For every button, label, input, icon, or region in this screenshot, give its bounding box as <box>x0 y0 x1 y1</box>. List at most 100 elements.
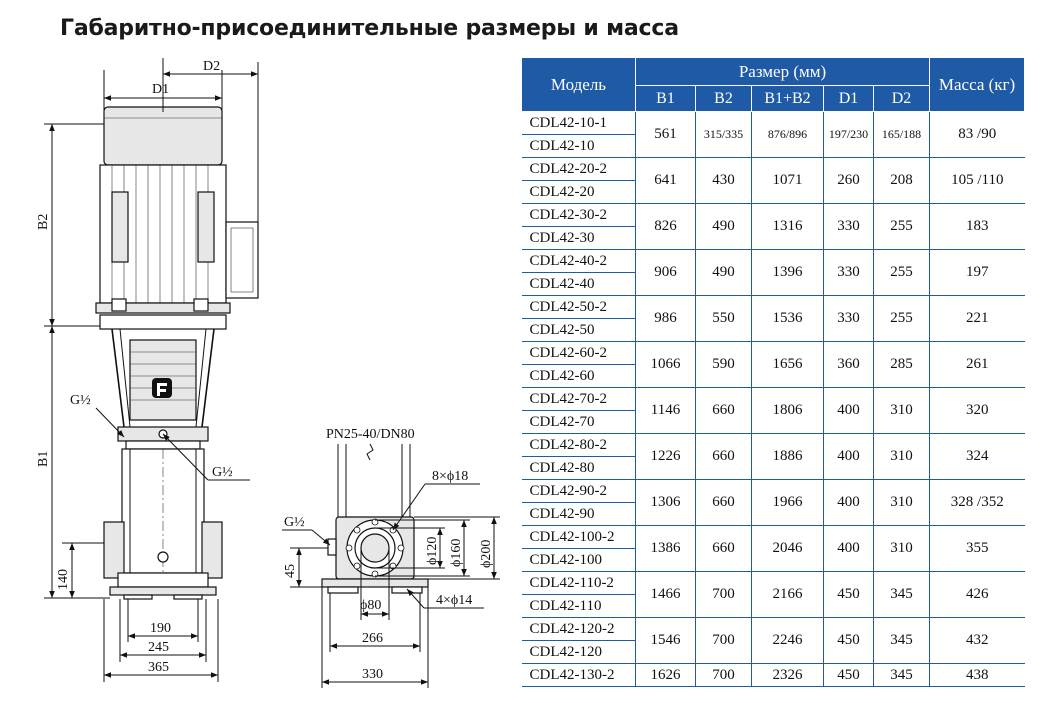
cell-d2: 310 <box>872 479 931 526</box>
cell-model: CDL42-80-2 <box>521 433 636 457</box>
header-col-d2: D2 <box>872 85 931 112</box>
cell-b2: 315/335 <box>695 111 752 158</box>
cell-b1b2: 1806 <box>751 387 824 434</box>
dim-label-b1: B1 <box>36 451 51 467</box>
cell-b2: 660 <box>695 525 752 572</box>
dim-label-330: 330 <box>362 667 383 682</box>
header-col-b1b2: B1+B2 <box>751 85 824 112</box>
cell-d2: 285 <box>872 341 931 388</box>
cell-d1: 360 <box>823 341 874 388</box>
cell-mass: 105 /110 <box>929 157 1025 204</box>
cell-model: CDL42-40 <box>521 272 636 296</box>
cell-b1: 826 <box>635 203 696 250</box>
cell-b2: 660 <box>695 387 752 434</box>
cell-model: CDL42-100-2 <box>521 525 636 549</box>
dim-label-d160: ϕ160 <box>449 539 464 567</box>
table-row: CDL42-30 <box>521 226 1025 250</box>
cell-b1b2: 1536 <box>751 295 824 342</box>
table-row: CDL42-50 <box>521 318 1025 342</box>
cell-mass: 221 <box>929 295 1025 342</box>
cell-model: CDL42-20 <box>521 180 636 204</box>
cell-model: CDL42-110 <box>521 594 636 618</box>
cell-d1: 450 <box>823 571 874 618</box>
dim-label-holes8: 8×ϕ18 <box>432 469 468 484</box>
table-row: CDL42-10 <box>521 134 1025 158</box>
dim-label-45: 45 <box>283 564 298 578</box>
cell-b1b2: 2326 <box>751 663 824 687</box>
cell-b2: 550 <box>695 295 752 342</box>
table-row: CDL42-20 <box>521 180 1025 204</box>
cell-model: CDL42-40-2 <box>521 249 636 273</box>
table-row: CDL42-40 <box>521 272 1025 296</box>
dim-label-266: 266 <box>362 631 383 646</box>
cell-model: CDL42-130-2 <box>521 663 636 687</box>
cell-mass: 438 <box>929 663 1025 687</box>
cell-d2: 255 <box>872 295 931 342</box>
header-mass: Масса (кг) <box>929 57 1026 112</box>
cell-d2: 255 <box>872 249 931 296</box>
cell-d2: 208 <box>872 157 931 204</box>
cell-b1: 1306 <box>635 479 696 526</box>
dim-label-holes4: 4×ϕ14 <box>436 593 472 608</box>
spec-table: Модель Размер (мм) Масса (кг) B1 B2 B1+B… <box>521 57 1026 687</box>
cell-b1b2: 2166 <box>751 571 824 618</box>
cell-d2: 310 <box>872 433 931 480</box>
header-col-b1: B1 <box>635 85 696 112</box>
cell-model: CDL42-110-2 <box>521 571 636 595</box>
cell-b1b2: 2046 <box>751 525 824 572</box>
dim-label-140: 140 <box>56 569 71 590</box>
dim-label-flange: PN25-40/DN80 <box>326 427 415 442</box>
cell-d1: 330 <box>823 249 874 296</box>
cell-mass: 324 <box>929 433 1025 480</box>
cell-d1: 330 <box>823 203 874 250</box>
header-model: Модель <box>521 57 636 112</box>
cell-model: CDL42-60 <box>521 364 636 388</box>
cell-model: CDL42-70 <box>521 410 636 434</box>
cell-b2: 700 <box>695 571 752 618</box>
cell-model: CDL42-20-2 <box>521 157 636 181</box>
cell-d1: 400 <box>823 525 874 572</box>
cell-model: CDL42-90 <box>521 502 636 526</box>
dim-label-d120: ϕ120 <box>425 537 440 565</box>
header-col-d1: D1 <box>823 85 874 112</box>
cell-b1: 1626 <box>635 663 696 687</box>
dim-label-d200: ϕ200 <box>479 540 494 568</box>
cell-model: CDL42-50 <box>521 318 636 342</box>
cell-d2: 345 <box>872 617 931 664</box>
table-row: CDL42-100 <box>521 548 1025 572</box>
cell-mass: 183 <box>929 203 1025 250</box>
cell-b1: 986 <box>635 295 696 342</box>
cell-b1b2: 876/896 <box>751 111 824 158</box>
cell-d1: 400 <box>823 479 874 526</box>
side-view-drawing: D2 D1 B2 B1 140 G½ G½ 190 245 365 <box>36 58 259 682</box>
cell-b1: 1546 <box>635 617 696 664</box>
table-row: CDL42-60 <box>521 364 1025 388</box>
cell-d2: 310 <box>872 387 931 434</box>
cell-model: CDL42-10-1 <box>521 111 636 135</box>
table-row: CDL42-120 <box>521 640 1025 664</box>
dim-label-g-left: G½ <box>70 393 91 408</box>
dim-label-190: 190 <box>150 621 171 636</box>
cell-d2: 345 <box>872 663 931 687</box>
table-row: CDL42-70 <box>521 410 1025 434</box>
dim-label-245: 245 <box>148 640 169 655</box>
front-view-drawing: PN25-40/DN80 8×ϕ18 G½ 45 ϕ120 ϕ160 ϕ200 … <box>282 427 500 688</box>
cell-mass: 261 <box>929 341 1025 388</box>
cell-model: CDL42-100 <box>521 548 636 572</box>
header-size-group: Размер (мм) <box>634 57 931 86</box>
cell-d1: 400 <box>823 433 874 480</box>
cell-b2: 430 <box>695 157 752 204</box>
dim-label-b2: B2 <box>36 214 51 230</box>
cell-mass: 197 <box>929 249 1025 296</box>
cell-b1: 561 <box>635 111 696 158</box>
cell-mass: 83 /90 <box>929 111 1025 158</box>
cell-b1b2: 1396 <box>751 249 824 296</box>
